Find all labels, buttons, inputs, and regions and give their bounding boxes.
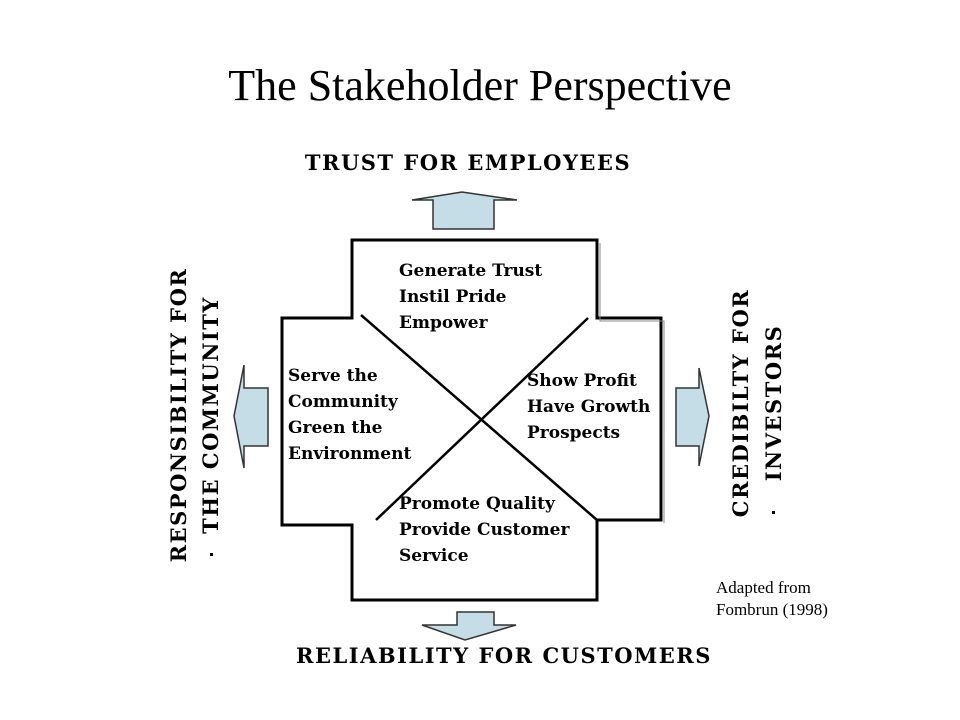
source-note: Adapted from Fombrun (1998) xyxy=(716,577,828,621)
quadrant-left-line: Serve the xyxy=(288,366,378,386)
quadrant-top-line: Instil Pride xyxy=(399,287,507,307)
quadrant-right-line: Have Growth xyxy=(527,397,651,417)
source-note-line: Adapted from xyxy=(716,578,811,597)
quadrant-bottom-line: Provide Customer xyxy=(399,520,570,540)
quadrant-top-line: Empower xyxy=(399,313,488,333)
quadrant-bottom-line: Service xyxy=(399,546,469,566)
diagonal-line-2 xyxy=(375,317,589,521)
outline-shadow-right xyxy=(599,243,665,523)
cross-outline xyxy=(280,238,663,602)
source-note-line: Fombrun (1998) xyxy=(716,600,828,619)
outcome-right-label-line2: INVESTORS xyxy=(761,324,786,482)
quadrant-bottom-text: Promote Quality Provide Customer Service xyxy=(399,491,569,569)
decorative-dot-left xyxy=(210,553,213,556)
outcome-bottom-label: RELIABILITY FOR CUSTOMERS xyxy=(296,643,712,668)
quadrant-right-text: Show Profit Have Growth Prospects xyxy=(527,368,650,446)
quadrant-top-text: Generate Trust Instil Pride Empower xyxy=(399,258,542,336)
quadrant-right-line: Prospects xyxy=(527,423,621,443)
quadrant-left-text: Serve the Community Green the Environmen… xyxy=(288,363,411,467)
outcome-left-label-line1: RESPONSIBILITY FOR xyxy=(166,267,191,563)
arrow-down-icon xyxy=(421,611,517,641)
quadrant-right-line: Show Profit xyxy=(527,371,637,391)
page-title: The Stakeholder Perspective xyxy=(228,61,732,110)
quadrant-left-line: Environment xyxy=(288,444,412,464)
quadrant-left-line: Green the xyxy=(288,418,383,438)
quadrant-top-line: Generate Trust xyxy=(399,261,543,281)
outcome-left-label-line2: THE COMMUNITY xyxy=(198,296,223,534)
diagonal-line-1 xyxy=(360,314,598,521)
decorative-dot-right xyxy=(772,511,775,514)
outcome-right-label-line1: CREDIBILTY FOR xyxy=(728,288,753,518)
arrow-up-icon xyxy=(411,191,518,230)
outcome-top-label: TRUST FOR EMPLOYEES xyxy=(304,150,632,175)
quadrant-left-line: Community xyxy=(288,392,398,412)
quadrant-bottom-line: Promote Quality xyxy=(399,494,555,514)
arrow-right-icon xyxy=(675,367,710,467)
arrow-left-icon xyxy=(233,364,269,469)
